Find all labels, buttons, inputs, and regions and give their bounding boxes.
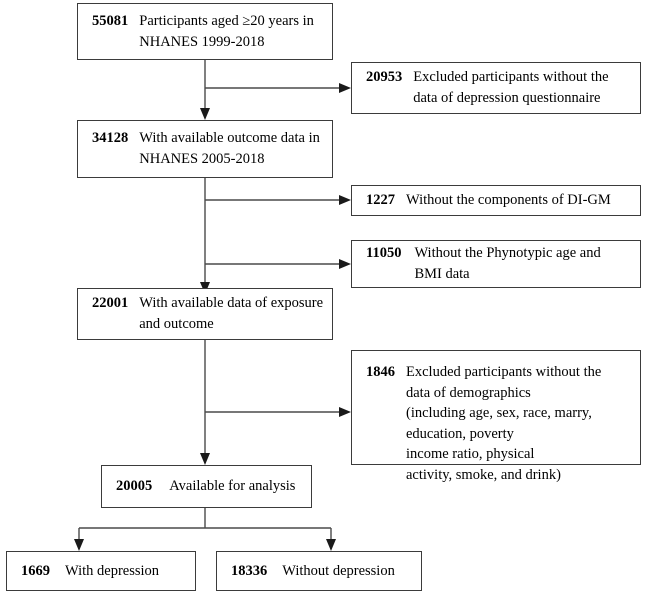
node-available-outcome-data[interactable]: 34128 With available outcome data in NHA…: [77, 120, 333, 178]
node-count: 55081: [92, 12, 129, 29]
node-count: 34128: [92, 130, 129, 147]
node-description: Available for analysis: [169, 478, 296, 495]
node-count: 1669: [21, 562, 50, 579]
arrowhead-to-excluded-demographics: [339, 407, 351, 417]
node-description: Without depression: [282, 562, 395, 579]
node-excluded-no-demographics[interactable]: 1846 Excluded participants without the d…: [351, 350, 641, 483]
node-count: 11050: [366, 245, 402, 262]
arrowhead-to-available-outcome: [200, 108, 210, 120]
node-description: With depression: [65, 562, 160, 579]
arrowhead-to-available-analysis: [200, 453, 210, 465]
node-excluded-no-depression-questionnaire[interactable]: 20953 Excluded participants without the …: [351, 62, 641, 114]
node-total-participants[interactable]: 55081 Participants aged ≥20 years in NHA…: [77, 3, 333, 60]
node-excluded-no-phenotypic-age-bmi[interactable]: 11050 Without the Phynotypic age and BMI…: [351, 240, 641, 288]
node-description: Excluded participants without the data o…: [413, 69, 609, 106]
node-description: With available outcome data in NHANES 20…: [139, 130, 320, 167]
node-with-depression[interactable]: 1669 With depression: [6, 551, 196, 591]
node-available-exposure-outcome[interactable]: 22001 With available data of exposure an…: [77, 288, 333, 340]
node-without-depression[interactable]: 18336 Without depression: [216, 551, 422, 591]
arrowhead-to-with-depression: [74, 539, 84, 551]
arrowhead-to-without-depression: [326, 539, 336, 551]
arrowhead-to-excluded-phenotypic: [339, 259, 351, 269]
node-description: Without the Phynotypic age and BMI data: [414, 245, 601, 282]
node-count: 1227: [366, 192, 395, 209]
node-description: With available data of exposure and outc…: [139, 295, 324, 332]
arrowhead-to-excluded-digm: [339, 195, 351, 205]
arrowhead-to-excluded-questionnaire: [339, 83, 351, 93]
node-excluded-no-digm[interactable]: 1227 Without the components of DI-GM: [351, 185, 641, 216]
node-available-for-analysis[interactable]: 20005 Available for analysis: [101, 465, 312, 508]
node-count: 22001: [92, 295, 129, 312]
node-description: Excluded participants without the data o…: [406, 364, 602, 483]
node-count: 20005: [116, 478, 153, 495]
node-count: 1846: [366, 364, 395, 380]
node-description: Without the components of DI-GM: [406, 192, 611, 209]
node-description: Participants aged ≥20 years in NHANES 19…: [139, 12, 314, 50]
node-count: 20953: [366, 69, 403, 86]
node-count: 18336: [231, 562, 268, 579]
